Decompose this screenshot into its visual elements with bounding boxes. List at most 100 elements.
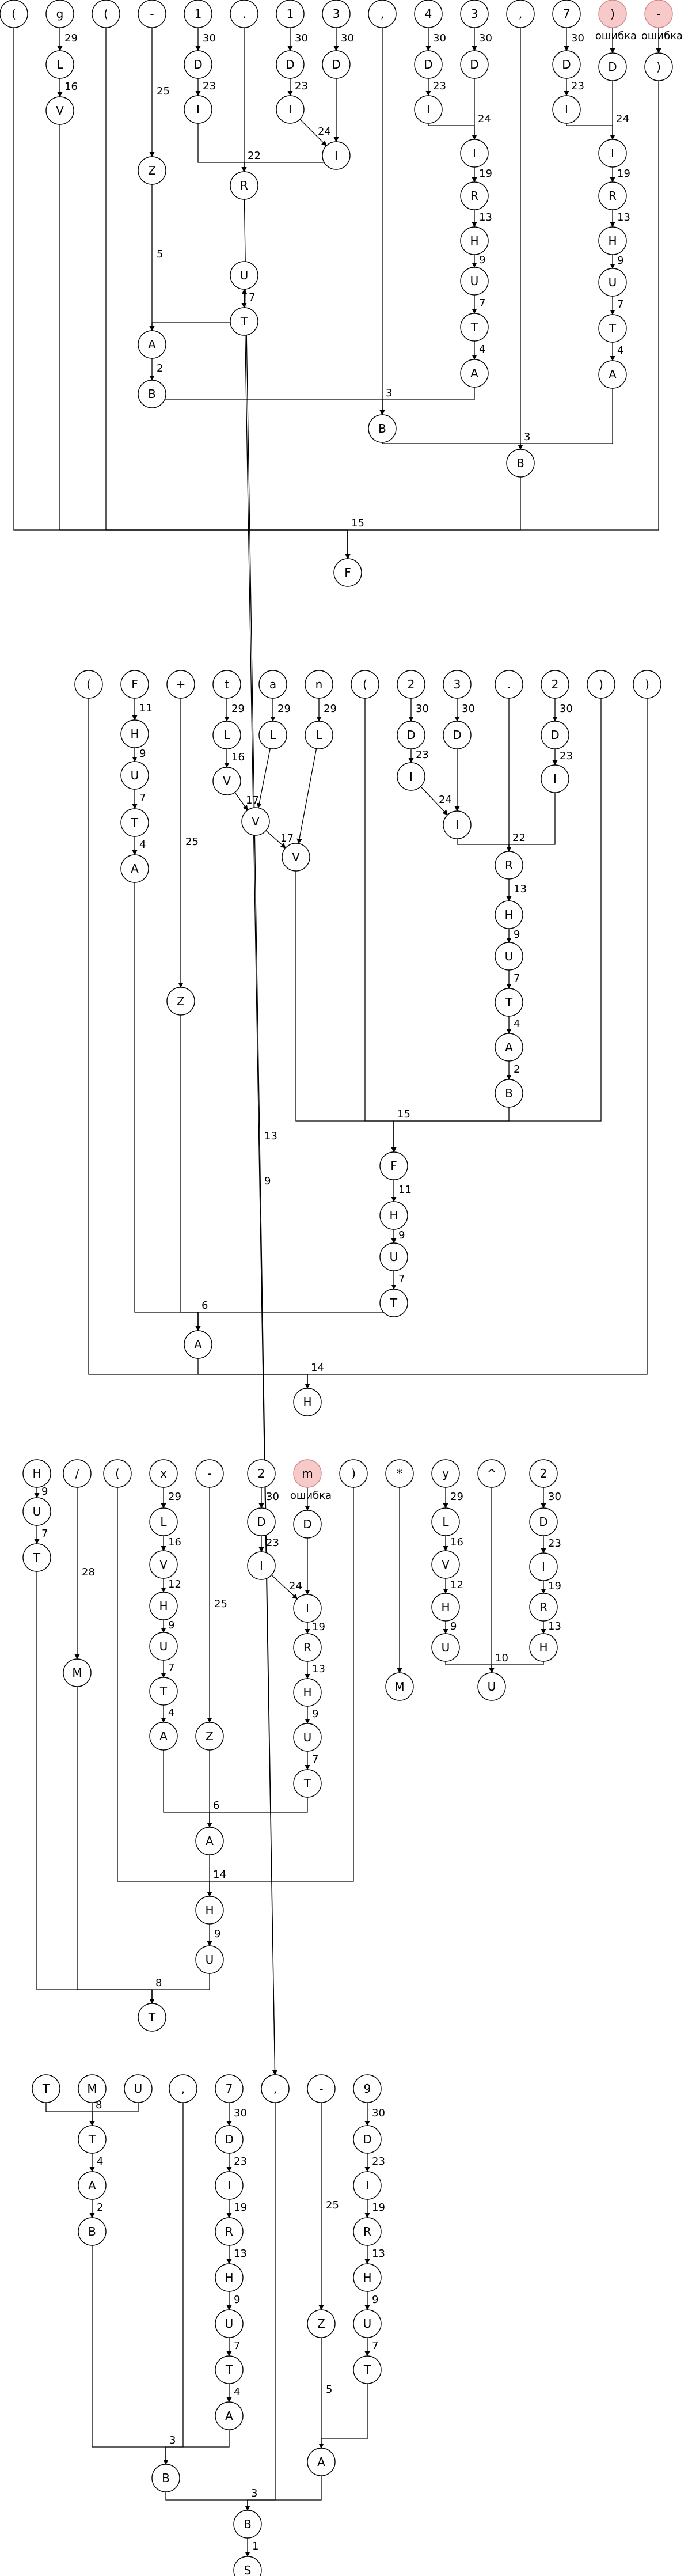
edge-weight-label: 7 (41, 1528, 48, 1540)
tree-node: M (63, 1658, 92, 1687)
tree-node: T (32, 2074, 60, 2103)
node-circle (397, 721, 425, 749)
tree-node: U (215, 2309, 244, 2338)
node-circle (443, 670, 472, 699)
tree-node: I (397, 762, 425, 791)
node-label: , (381, 7, 384, 21)
edge-weight-label: 5 (326, 2384, 332, 2396)
tree-node: I (247, 1551, 276, 1580)
edge-o10-j11 (445, 1661, 495, 1673)
node-circle (431, 1459, 460, 1488)
node-circle (247, 1551, 276, 1580)
node-label: ( (86, 677, 91, 691)
node-label: A (148, 338, 156, 351)
node-label: . (242, 7, 246, 21)
node-label: D (363, 2132, 371, 2146)
node-circle (78, 2171, 107, 2200)
edge-h4-bb (163, 2103, 184, 2465)
node-label: y (442, 1467, 449, 1480)
edge-weight-label: 13 (234, 2248, 247, 2260)
edge-q5-v5 (256, 748, 271, 809)
node-circle (529, 1552, 558, 1581)
tree-node: x (149, 1459, 178, 1488)
node-label: T (33, 1551, 41, 1564)
node-label: L (160, 1515, 167, 1529)
node-label: g (56, 7, 64, 21)
tree-node: D (215, 2125, 244, 2154)
tree-node: L (431, 1507, 460, 1536)
node-label: U (206, 1953, 214, 1967)
tree-node: I (276, 95, 305, 124)
node-circle (293, 1678, 322, 1707)
edge-s11-x10r (506, 793, 556, 852)
node-circle (431, 1507, 460, 1536)
edge-weight-label: 6 (201, 1300, 208, 1312)
node-circle (230, 0, 258, 28)
tree-node: - (195, 1459, 224, 1488)
edge-weight-label: 7 (168, 1662, 174, 1674)
node-label: B (244, 2517, 252, 2531)
edge-k2b-bb (92, 2245, 169, 2465)
tree-node: R (230, 171, 258, 200)
node-circle (149, 1592, 178, 1620)
tree-node: ( (92, 0, 120, 28)
tree-node: L (258, 721, 287, 749)
node-circle (353, 2355, 382, 2384)
edge-m1-gt (36, 1571, 155, 2004)
node-circle (276, 50, 305, 79)
node-circle (258, 721, 287, 749)
tree-node: T (230, 307, 258, 336)
node-label: H (303, 1685, 311, 1699)
node-label: B (162, 2471, 170, 2485)
node-circle (506, 0, 535, 28)
node-circle (230, 171, 258, 200)
error-label: ошибка (641, 30, 683, 42)
edge-weight-label: 14 (213, 1869, 226, 1881)
node-label: - (207, 1467, 211, 1480)
node-label: A (317, 2455, 325, 2469)
edge-weight-label: 9 (450, 1620, 457, 1632)
error-node: -ошибка (641, 0, 683, 42)
node-circle (495, 942, 523, 971)
edge-weight-label: 30 (571, 32, 584, 44)
edge-weight-label: 4 (139, 839, 146, 851)
node-circle (166, 670, 195, 699)
node-label: D (193, 58, 202, 71)
tree-node: B (368, 414, 397, 443)
node-circle (138, 330, 166, 359)
edge-weight-label: 17 (280, 832, 294, 844)
node-circle (397, 762, 425, 791)
node-label: T (470, 320, 478, 334)
edge-weight-label: 23 (560, 750, 573, 762)
node-label: H (363, 2271, 371, 2285)
edge-weight-label: 17 (246, 794, 259, 806)
tree-node: D (541, 721, 569, 749)
tree-node: , (506, 0, 535, 28)
node-label: Z (317, 2317, 325, 2331)
tree-node: H (293, 1678, 322, 1707)
node-label: 3 (471, 7, 478, 21)
tree-node: I (529, 1552, 558, 1581)
node-circle (495, 670, 523, 699)
tree-node: 2 (397, 670, 425, 699)
tree-node: D (184, 50, 212, 79)
node-label: U (609, 275, 617, 289)
edge-weight-label: 7 (139, 792, 146, 804)
edge-s4-v5 (234, 792, 248, 811)
node-label: H (303, 1395, 311, 1409)
edge-weight-label: 13 (548, 1620, 561, 1632)
node-circle (495, 988, 523, 1017)
node-circle (261, 2074, 290, 2103)
edge-weight-label: 29 (64, 32, 78, 44)
tree-node: H (353, 2263, 382, 2292)
node-circle (495, 1079, 523, 1108)
tree-node: R (293, 1633, 322, 1662)
tree-node: T (78, 2125, 107, 2154)
node-label: R (225, 2225, 233, 2238)
tree-node: R (598, 181, 627, 210)
node-label: U (134, 2082, 143, 2096)
node-circle (644, 0, 673, 28)
tree-node: B (233, 2510, 262, 2539)
node-circle (138, 0, 166, 28)
node-label: A (225, 2409, 233, 2423)
